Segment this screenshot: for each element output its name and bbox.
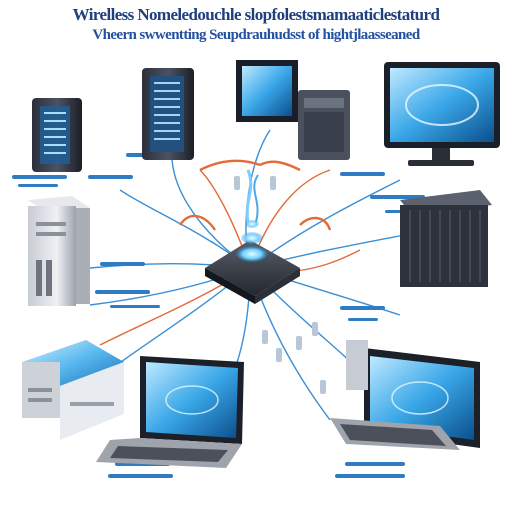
headline-line-1: Wirelless Nomeledouchle slopfolestsmamaa… [72,5,440,24]
pc-tower-left [28,196,90,306]
laptop-bottom-left [96,356,244,468]
server-rack-right [400,190,492,287]
server-tower-left [32,98,82,172]
headline-line-2: Vheern swwentting Seupdrauhudsst of high… [92,27,420,43]
workstation-top-center [236,60,350,160]
central-router-hub [205,169,300,304]
cable-connectors [234,176,326,394]
monitor-top-right [384,62,500,166]
monitor-bottom-right [330,340,480,450]
storage-unit-bottom-left [22,340,124,440]
server-tower-center [142,68,194,160]
